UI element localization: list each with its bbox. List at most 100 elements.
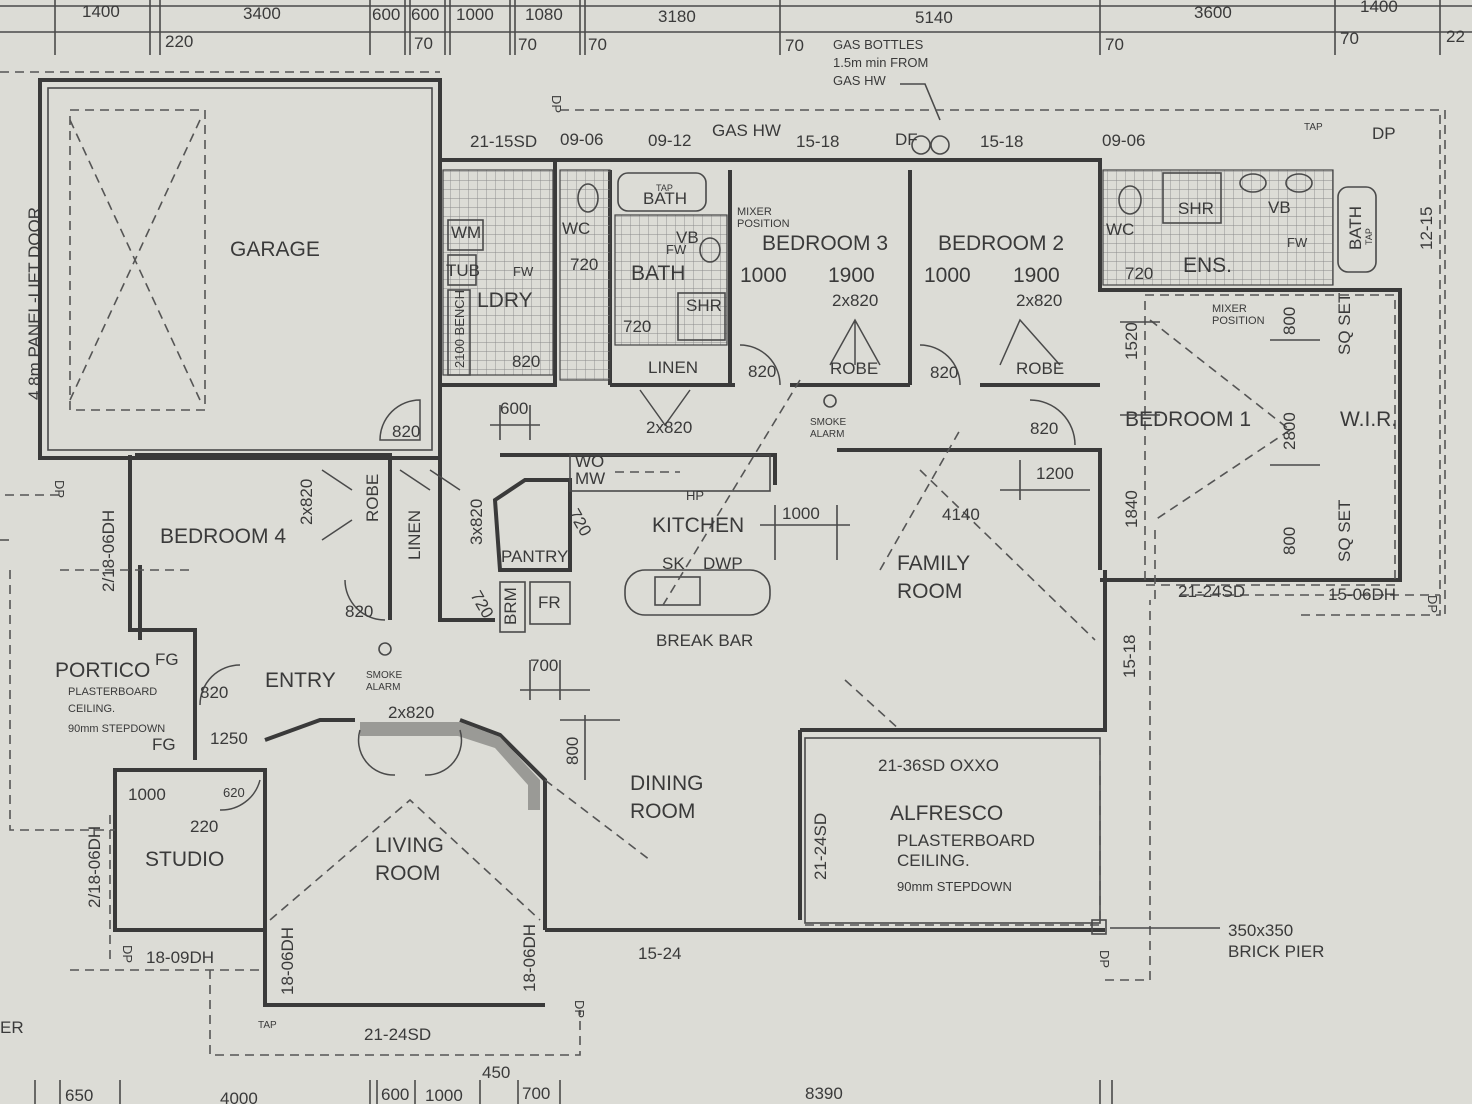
dim-bottom-4000: 4000: [220, 1089, 258, 1104]
fix-bath-tap: TAP: [656, 183, 673, 193]
fix-hp: HP: [686, 488, 704, 503]
dim-in-2x820-robe4: 2x820: [297, 479, 316, 525]
room-wir: W.I.R.: [1340, 408, 1397, 431]
win-15-18b: 15-18: [980, 132, 1023, 151]
win-2-18-06dh-b4: 2/18-06DH: [99, 510, 118, 592]
dim-in-1900b: 1900: [1013, 264, 1060, 287]
dim-in-1000-studio: 1000: [128, 785, 166, 804]
win-21-24sd-living: 21-24SD: [364, 1025, 431, 1044]
fix-tub: TUB: [446, 261, 480, 280]
win-21-24sd-alf: 21-24SD: [811, 813, 830, 880]
notes: 4.8m PANEL-LIFT DOOR PLASTERBOARD CEILIN…: [0, 207, 1324, 1037]
note-gas-line1: GAS BOTTLES: [833, 37, 924, 52]
dim-top-5140: 5140: [915, 8, 953, 27]
fix-dwp: DWP: [703, 554, 743, 573]
dim-in-700: 700: [530, 656, 558, 675]
feature-wall: [360, 722, 540, 810]
dim-in-620: 620: [223, 785, 245, 800]
dim-in-820-entry: 820: [200, 683, 228, 702]
dim-in-2x820b: 2x820: [1016, 291, 1062, 310]
gas-bottles-note: GAS BOTTLES 1.5m min FROM GAS HW: [833, 37, 941, 121]
win-18-06dh-right: 18-06DH: [520, 924, 539, 992]
win-15-18a: 15-18: [796, 132, 839, 151]
fix-fg-bottom: FG: [152, 735, 176, 754]
dim-in-1200: 1200: [1036, 464, 1074, 483]
dim-in-720-wc: 720: [570, 255, 598, 274]
dim-in-1840: 1840: [1122, 490, 1141, 528]
room-portico: PORTICO: [55, 659, 150, 682]
dim-top-70e: 70: [1105, 35, 1124, 54]
room-bedroom3: BEDROOM 3: [762, 232, 888, 255]
note-portico-l1: PLASTERBOARD: [68, 686, 157, 698]
dim-top-3180: 3180: [658, 7, 696, 26]
fix-fw-ens: FW: [1287, 235, 1308, 250]
fix-mixer-ens-l2: POSITION: [1212, 315, 1265, 327]
win-15-18c: 15-18: [1120, 635, 1139, 678]
fix-brm: BRM: [501, 587, 520, 625]
dim-top-600a: 600: [372, 5, 400, 24]
room-robe-b2: ROBE: [1016, 359, 1064, 378]
fix-smoke-1-l2: ALARM: [810, 429, 844, 440]
dim-bottom-1000: 1000: [425, 1086, 463, 1104]
dim-in-1900a: 1900: [828, 264, 875, 287]
fix-smoke-1-l1: SMOKE: [810, 417, 846, 428]
win-18-06dh-left: 18-06DH: [278, 927, 297, 995]
dim-top-1400b: 1400: [1360, 0, 1398, 16]
eave-lines: [0, 71, 1446, 1056]
dim-in-1000b: 1000: [924, 264, 971, 287]
room-linen-side: LINEN: [405, 510, 424, 560]
dim-top-22: 22: [1446, 27, 1465, 46]
fix-smoke-2-l1: SMOKE: [366, 670, 402, 681]
dim-top-3400: 3400: [243, 4, 281, 23]
fix-tap-bottom: TAP: [258, 1020, 277, 1031]
win-21-36sd: 21-36SD OXXO: [878, 756, 999, 775]
window-labels: 21-15SD 09-06 09-12 15-18 15-18 09-06 12…: [85, 130, 1436, 1044]
note-alfresco-l1: PLASTERBOARD: [897, 831, 1035, 850]
fix-df: DF: [895, 130, 918, 149]
note-alfresco-l3: 90mm STEPDOWN: [897, 879, 1012, 894]
room-pantry: PANTRY: [501, 547, 568, 566]
dim-bottom-450: 450: [482, 1063, 510, 1082]
fix-mixer-l2: POSITION: [737, 218, 790, 230]
room-robe-b4: ROBE: [363, 474, 382, 522]
ceiling-lines: [269, 319, 1291, 921]
room-living-line2: ROOM: [375, 862, 440, 885]
win-21-15sd: 21-15SD: [470, 132, 537, 151]
dim-top-1000: 1000: [456, 5, 494, 24]
note-brick-pier-l2: BRICK PIER: [1228, 942, 1324, 961]
win-18-09dh: 18-09DH: [146, 948, 214, 967]
dim-in-820-b1: 820: [1030, 419, 1058, 438]
dim-in-720-ens: 720: [1125, 264, 1153, 283]
room-laundry: LDRY: [477, 289, 533, 312]
fix-wo: WO: [575, 452, 604, 471]
top-dimensions: 1400 3400 600 600 1000 1080 3180 5140 36…: [0, 0, 1472, 55]
fix-bath-tub: BATH: [643, 189, 687, 208]
note-brick-pier-l1: 350x350: [1228, 921, 1293, 940]
dim-in-800-wir-bottom: 800: [1280, 527, 1299, 555]
room-family-line2: ROOM: [897, 580, 962, 603]
fix-mw: MW: [575, 469, 605, 488]
win-12-15: 12-15: [1417, 207, 1436, 250]
fix-fg-top: FG: [155, 650, 179, 669]
dim-in-2800: 2800: [1280, 412, 1299, 450]
dim-top-220: 220: [165, 32, 193, 51]
win-09-06b: 09-06: [1102, 131, 1145, 150]
win-21-24sd-bed1: 21-24SD: [1178, 582, 1245, 601]
fix-sq-set-top: SQ SET: [1335, 293, 1354, 355]
room-kitchen: KITCHEN: [652, 514, 744, 537]
dim-in-1250: 1250: [210, 729, 248, 748]
note-gas-line3: GAS HW: [833, 73, 886, 88]
fix-wc-left: WC: [562, 219, 590, 238]
inner-dimensions: 1000 1900 1000 1900 2x820 2x820 820 820 …: [128, 255, 1320, 836]
dim-in-1000-family: 1000: [782, 504, 820, 523]
win-09-06a: 09-06: [560, 130, 603, 149]
dim-bottom-8390: 8390: [805, 1084, 843, 1103]
dp-alfresco: DP: [1097, 950, 1112, 968]
dim-in-820-b3: 820: [748, 362, 776, 381]
room-alfresco: ALFRESCO: [890, 802, 1003, 825]
room-family-line1: FAMILY: [897, 552, 970, 575]
fix-wm: WM: [451, 223, 481, 242]
room-ensuite: ENS.: [1183, 254, 1232, 277]
dim-top-1400a: 1400: [82, 2, 120, 21]
